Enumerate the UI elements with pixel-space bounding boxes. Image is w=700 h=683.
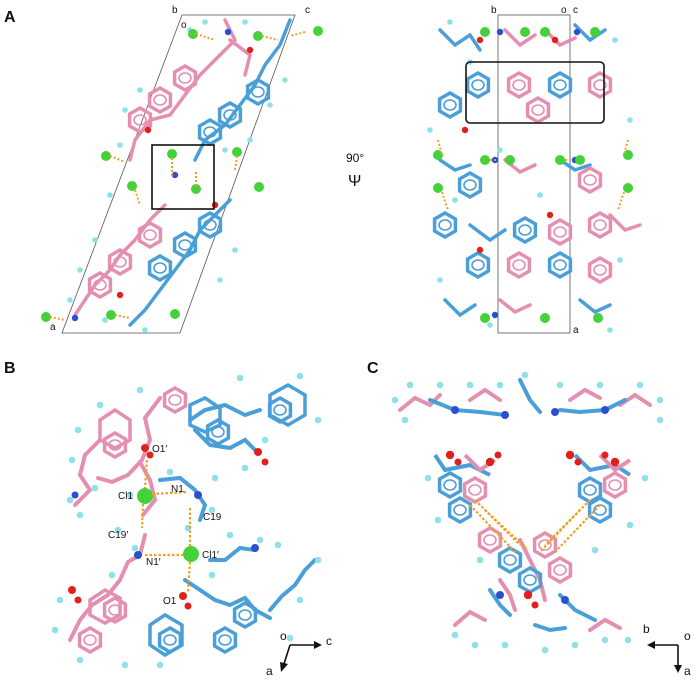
label-cl1-prime: Cl1′ — [202, 550, 219, 561]
axis-origin-b: o — [280, 629, 287, 643]
label-c19: C19 — [203, 512, 222, 523]
highlight-box-left — [151, 144, 215, 210]
label-n1: N1 — [171, 484, 184, 495]
cell-axis-o-right: o — [561, 5, 567, 16]
axis-b-c: b — [643, 622, 650, 636]
label-cl1: Cl1 — [118, 491, 133, 502]
label-n1-prime: N1′ — [146, 557, 161, 568]
panel-label-c: C — [367, 360, 379, 377]
unit-cell-box-right — [497, 14, 571, 334]
axis-a-c: a — [684, 664, 691, 678]
panel-a-right: b o c a — [427, 5, 642, 336]
label-o1-prime: O1′ — [152, 444, 167, 455]
rotation-glyph-icon: Ψ — [348, 173, 361, 190]
cell-axis-c-right: c — [573, 5, 578, 16]
panel-label-a: A — [4, 9, 16, 26]
unit-cell-box — [61, 14, 296, 334]
rotation-indicator: 90° Ψ — [346, 151, 364, 190]
atom-cl1 — [137, 488, 153, 504]
cell-axis-b: b — [172, 5, 178, 16]
panel-c-structure: o b a — [391, 371, 691, 678]
panel-label-b: B — [4, 360, 16, 377]
cell-axis-a-right: a — [573, 325, 579, 336]
cell-axis-b-right: b — [491, 5, 497, 16]
label-o1: O1 — [163, 596, 177, 607]
axis-origin-c: o — [684, 629, 691, 643]
atom-cl1-prime — [183, 546, 199, 562]
panel-a-left: b o c a — [41, 5, 323, 334]
label-c19-prime: C19′ — [108, 530, 128, 541]
axis-triad-c — [647, 641, 682, 673]
axis-c-b: c — [326, 634, 332, 648]
rotation-angle: 90° — [346, 151, 364, 165]
cell-axis-o: o — [181, 20, 187, 31]
highlight-box-right — [465, 61, 605, 124]
axis-triad-b — [280, 641, 322, 672]
cell-axis-c: c — [305, 5, 310, 16]
panel-b-structure: O1′ Cl1 N1 C19 C19′ N1′ Cl1′ O1 o c a — [51, 372, 332, 678]
axis-a-b: a — [266, 664, 273, 678]
cell-axis-a: a — [50, 322, 56, 333]
